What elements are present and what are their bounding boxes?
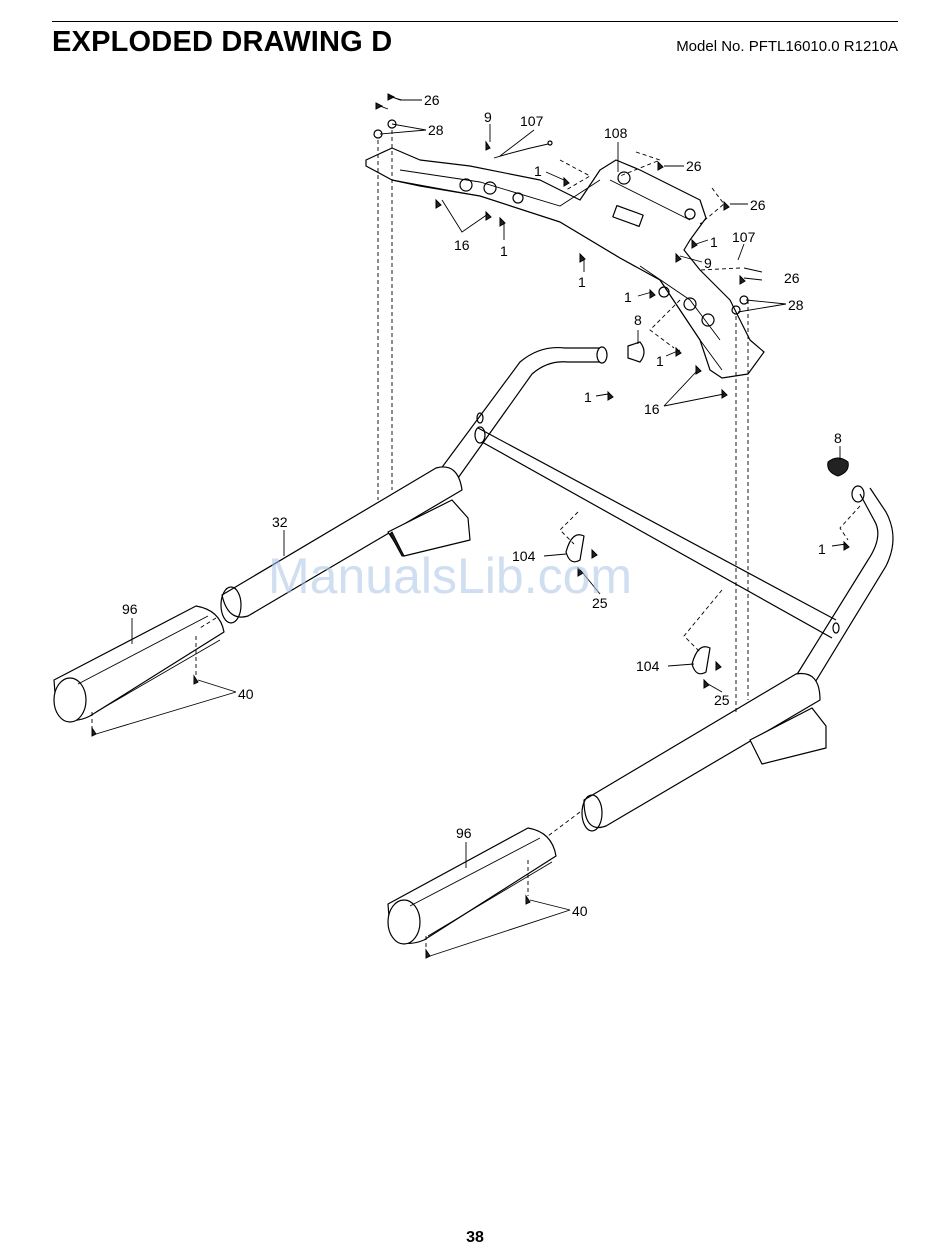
callout-1: 1 xyxy=(534,163,542,179)
callout-26: 26 xyxy=(784,270,800,286)
callout-16: 16 xyxy=(644,401,660,417)
callout-9: 9 xyxy=(704,255,712,271)
callout-96: 96 xyxy=(122,601,138,617)
callout-40: 40 xyxy=(238,686,254,702)
callout-28: 28 xyxy=(428,122,444,138)
callout-32: 32 xyxy=(272,514,288,530)
callout-1: 1 xyxy=(818,541,826,557)
callout-108: 108 xyxy=(604,125,628,141)
callout-8: 8 xyxy=(834,430,842,446)
callout-16: 16 xyxy=(454,237,470,253)
callout-9: 9 xyxy=(484,109,492,125)
callout-96: 96 xyxy=(456,825,472,841)
callout-1: 1 xyxy=(578,274,586,290)
callout-25: 25 xyxy=(714,692,730,708)
callout-8: 8 xyxy=(634,312,642,328)
right-base-assembly xyxy=(388,674,826,944)
callout-1: 1 xyxy=(500,243,508,259)
callout-28: 28 xyxy=(788,297,804,313)
upright-frame xyxy=(440,347,893,684)
callout-26: 26 xyxy=(686,158,702,174)
page-number: 38 xyxy=(0,1229,950,1247)
alignment-lines xyxy=(92,130,860,950)
callout-104: 104 xyxy=(636,658,660,674)
watermark: ManualsLib.com xyxy=(268,548,632,604)
callout-1: 1 xyxy=(656,353,664,369)
callout-1: 1 xyxy=(584,389,592,405)
callout-107: 107 xyxy=(520,113,544,129)
callout-1: 1 xyxy=(624,289,632,305)
callout-26: 26 xyxy=(750,197,766,213)
callouts: 26 28 9 107 108 1 26 26 16 1 1 1 107 9 2… xyxy=(122,92,842,919)
callout-26: 26 xyxy=(424,92,440,108)
callout-107: 107 xyxy=(732,229,756,245)
callout-40: 40 xyxy=(572,903,588,919)
callout-1: 1 xyxy=(710,234,718,250)
